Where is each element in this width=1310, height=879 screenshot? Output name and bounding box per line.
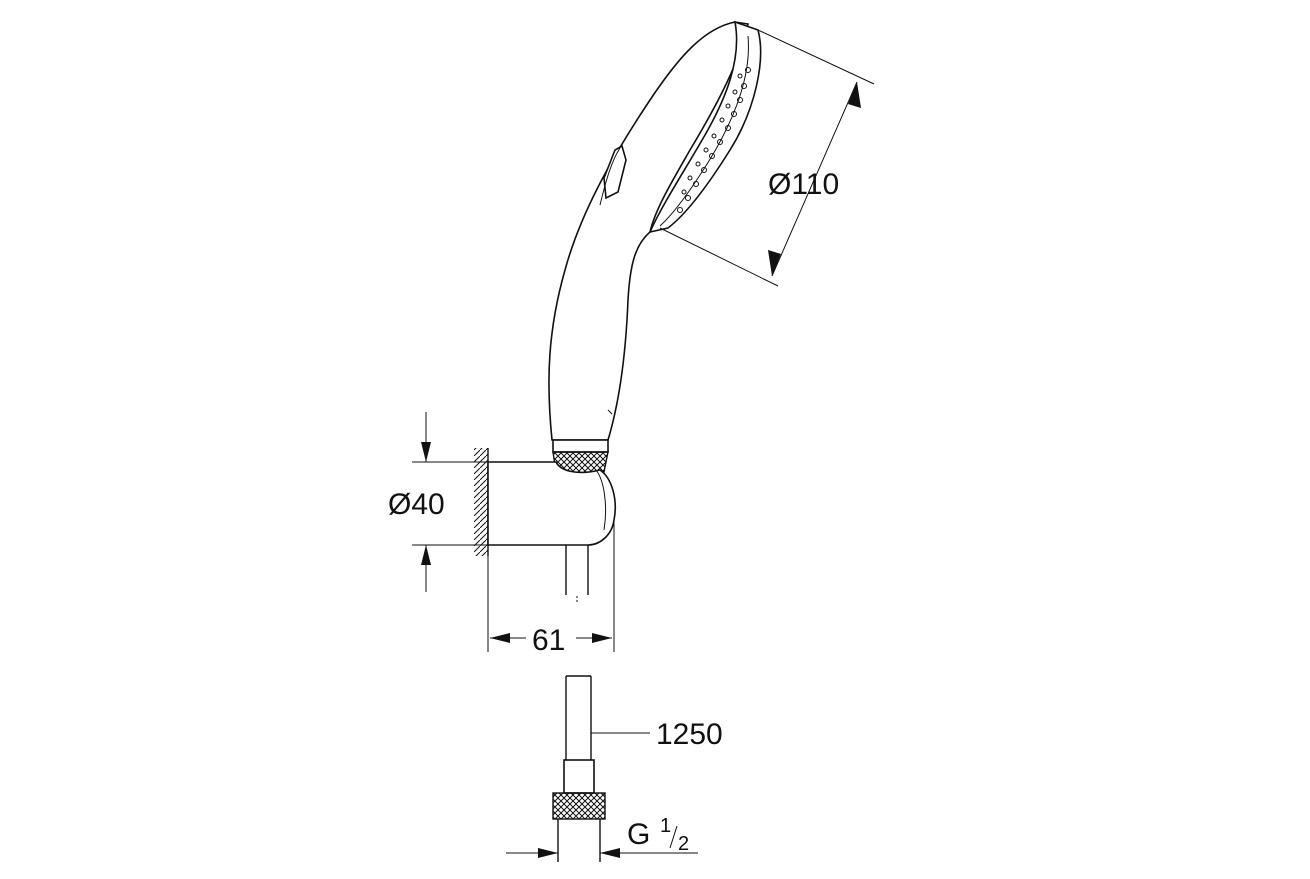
wall-hatch xyxy=(474,448,488,556)
label-holder-projection: 61 xyxy=(532,624,565,657)
hose-end xyxy=(552,675,606,862)
label-thread-denominator: 2 xyxy=(678,833,689,855)
label-hose-length: 1250 xyxy=(656,718,723,751)
dimension-holder-diameter: Ø40 xyxy=(388,412,488,592)
holder-body xyxy=(487,461,616,546)
shower-head-face xyxy=(648,20,762,234)
shower-handle xyxy=(548,21,749,441)
dimension-holder-projection: 61 xyxy=(487,520,615,657)
spray-plate-rim xyxy=(659,35,749,227)
hand-shower xyxy=(548,20,762,478)
knurled-nut xyxy=(552,792,606,820)
hose-ferrule xyxy=(563,759,595,794)
dimension-head-diameter: Ø110 xyxy=(659,29,875,287)
dimension-hose-length: 1250 xyxy=(591,718,723,751)
spray-toggle-button xyxy=(603,144,627,200)
spray-nozzles xyxy=(677,67,751,213)
label-head-diameter: Ø110 xyxy=(768,168,839,201)
label-holder-diameter: Ø40 xyxy=(388,488,445,521)
handle-collar xyxy=(552,439,609,453)
dimension-thread: G 1 2 xyxy=(506,815,698,858)
label-thread-type: G xyxy=(627,818,650,851)
label-thread-numerator: 1 xyxy=(660,815,671,837)
wall-holder xyxy=(474,448,616,604)
